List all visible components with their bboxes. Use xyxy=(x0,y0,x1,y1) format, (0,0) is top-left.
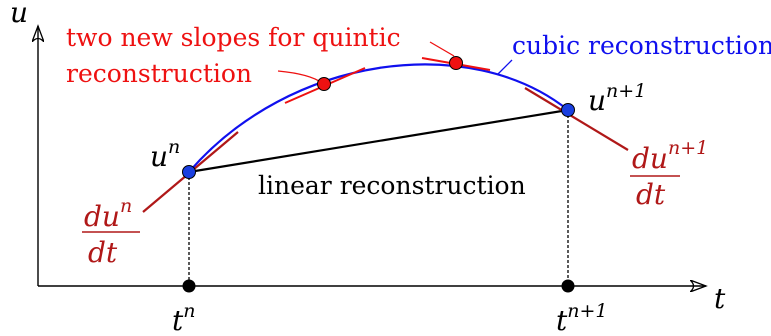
quintic-leader-2 xyxy=(429,41,455,57)
derivative-left-denominator: dt xyxy=(88,236,118,269)
quintic-leader-1 xyxy=(277,70,323,84)
label-u-n: un xyxy=(150,136,180,173)
point-u-n xyxy=(182,165,196,179)
derivative-left-numerator: dun xyxy=(84,195,132,233)
cubic-leader xyxy=(497,59,513,75)
derivative-right-denominator: dt xyxy=(636,178,666,211)
linear-reconstruction-line xyxy=(188,108,569,174)
quintic-point-2 xyxy=(449,56,463,70)
cubic-reconstruction-curve xyxy=(188,63,569,173)
label-t-n: tn xyxy=(172,300,196,336)
y-axis-label: u xyxy=(10,0,28,29)
tangent-right xyxy=(524,87,629,151)
quintic-point-1 xyxy=(317,77,331,91)
derivative-left: dun dt xyxy=(82,195,140,269)
time-point-tn xyxy=(182,279,196,293)
quintic-label-line2: reconstruction xyxy=(66,59,252,88)
derivative-right: dun+1 dt xyxy=(630,137,708,211)
x-axis-label: t xyxy=(714,282,726,315)
derivative-right-numerator: dun+1 xyxy=(632,137,708,175)
cubic-label: cubic reconstruction xyxy=(512,31,771,60)
label-u-np1: un+1 xyxy=(588,80,646,117)
linear-label: linear reconstruction xyxy=(258,171,526,200)
point-u-np1 xyxy=(561,103,575,117)
time-point-tnp1 xyxy=(561,279,575,293)
quintic-label-line1: two new slopes for quintic xyxy=(66,23,401,52)
label-t-np1: tn+1 xyxy=(556,300,608,336)
